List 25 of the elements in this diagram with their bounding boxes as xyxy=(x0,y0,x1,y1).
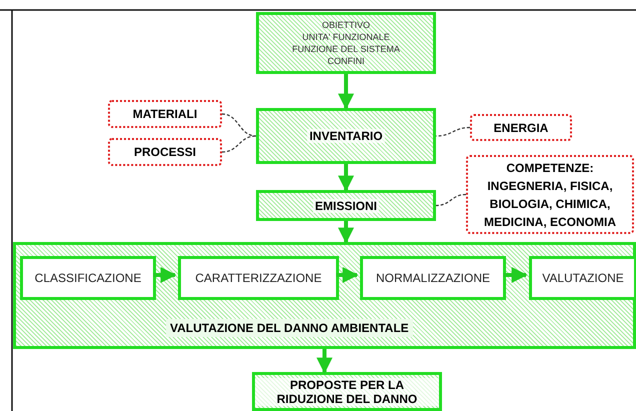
arrow xyxy=(153,267,177,283)
brace-connector xyxy=(222,113,256,137)
brace-connector xyxy=(436,194,466,206)
input-box: COMPETENZE: INGEGNERIA, FISICA, BIOLOGIA, CHIMICA, MEDICINA, ECONOMIA xyxy=(466,155,634,234)
arrow xyxy=(336,267,359,283)
input-box: MATERIALI xyxy=(108,100,222,128)
process-box: INVENTARIO xyxy=(256,108,436,164)
process-box: EMISSIONI xyxy=(256,190,436,221)
step-box: VALUTAZIONE xyxy=(529,256,636,300)
arrow xyxy=(316,349,332,374)
input-box: ENERGIA xyxy=(470,114,572,141)
arrow xyxy=(503,267,528,283)
stage-band xyxy=(13,242,636,349)
step-box: CARATTERIZZAZIONE xyxy=(178,256,339,300)
arrow xyxy=(338,164,354,192)
brace-connector xyxy=(436,126,470,137)
brace-connector xyxy=(222,135,256,153)
band-title: VALUTAZIONE DEL DANNO AMBIENTALE xyxy=(166,319,413,337)
goal-box: OBIETTIVO UNITA' FUNZIONALE FUNZIONE DEL SISTEMA CONFINI xyxy=(256,12,436,74)
arrow xyxy=(338,74,354,110)
step-box: CLASSIFICAZIONE xyxy=(20,256,156,300)
process-box: PROPOSTE PER LA RIDUZIONE DEL DANNO xyxy=(252,372,442,411)
step-box: NORMALIZZAZIONE xyxy=(360,256,506,300)
arrow xyxy=(338,221,354,244)
input-box: PROCESSI xyxy=(108,138,222,166)
